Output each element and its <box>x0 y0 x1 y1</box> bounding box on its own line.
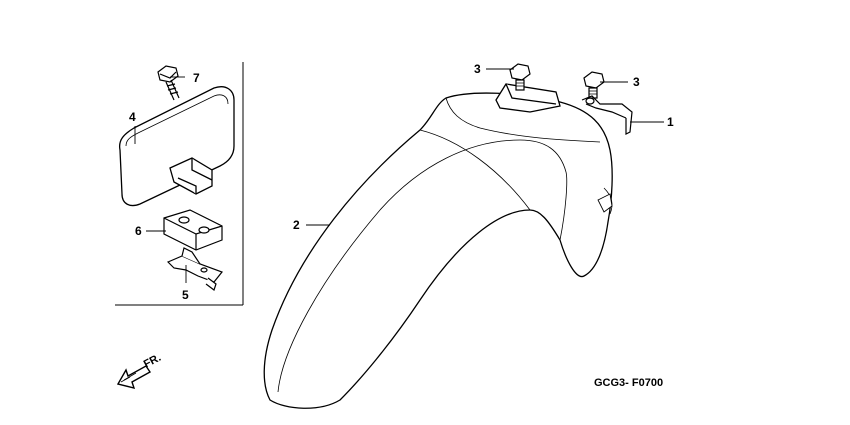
inset-frame <box>115 62 244 306</box>
callout-3-right: 3 <box>633 75 640 89</box>
bolt-part-7 <box>157 65 180 101</box>
fender-part-2 <box>263 83 613 409</box>
front-direction-label: FR. <box>142 352 163 371</box>
callout-6: 6 <box>135 224 142 238</box>
callout-1: 1 <box>667 115 674 129</box>
callout-2: 2 <box>293 218 300 232</box>
bolt-part-3-right <box>583 71 605 99</box>
bolt-part-3-left <box>509 63 531 91</box>
front-direction-arrow-icon <box>116 365 152 389</box>
callout-5: 5 <box>182 288 189 302</box>
leader-lines <box>134 68 664 283</box>
callout-7: 7 <box>193 71 200 85</box>
bracket-part-5 <box>166 247 223 291</box>
callout-4: 4 <box>129 110 136 124</box>
diagram-code: GCG3- F0700 <box>594 377 663 389</box>
clip-part-1 <box>581 95 633 135</box>
cushion-part-6 <box>163 209 223 251</box>
callout-3-left: 3 <box>474 62 481 76</box>
reflector-part-4 <box>118 86 235 207</box>
